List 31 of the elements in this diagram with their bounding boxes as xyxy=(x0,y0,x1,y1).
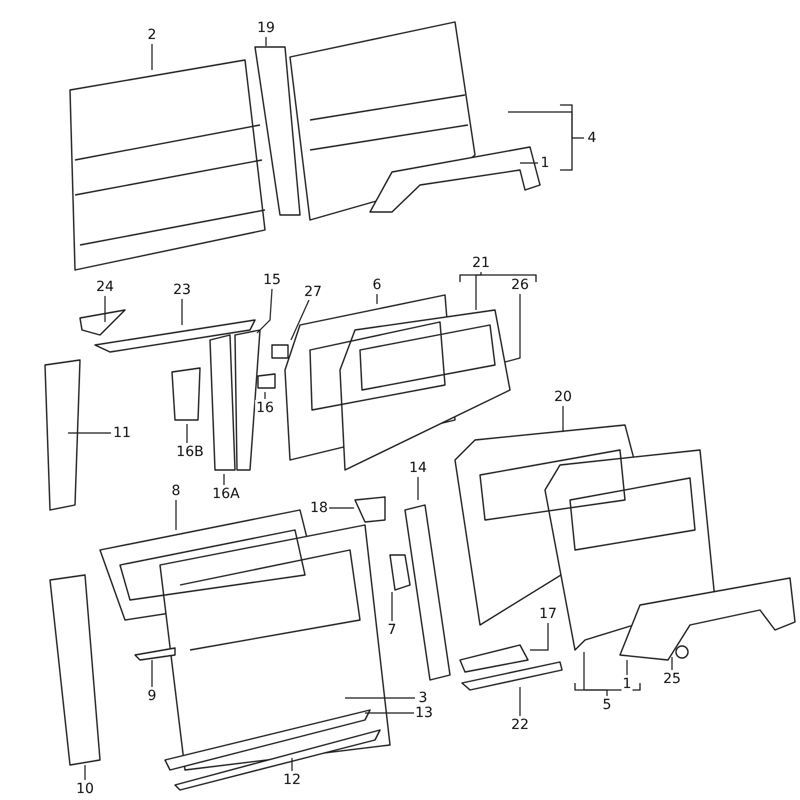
leader-line xyxy=(104,296,106,322)
leader-line xyxy=(329,507,354,509)
leader-line xyxy=(290,300,310,340)
leader-line xyxy=(223,474,225,485)
leader-line xyxy=(291,758,293,771)
leader-line xyxy=(186,424,188,443)
leader-line xyxy=(376,294,378,304)
callout-number: 27 xyxy=(303,284,323,300)
leader-line xyxy=(68,432,111,434)
leader-line xyxy=(562,406,564,432)
leader-line xyxy=(151,660,153,687)
leader-line xyxy=(365,712,414,714)
leader-line xyxy=(151,44,153,70)
leader-line xyxy=(519,687,521,716)
leader-line xyxy=(504,294,521,363)
leader-line xyxy=(256,288,273,334)
leader-line xyxy=(417,477,419,500)
leader-line xyxy=(626,660,628,675)
leader-line xyxy=(508,111,584,139)
leader-line xyxy=(520,162,538,164)
leader-line xyxy=(84,765,86,780)
leader-line xyxy=(475,272,482,310)
leader-line xyxy=(345,697,415,699)
leader-line xyxy=(583,652,608,696)
leader-line xyxy=(181,299,183,325)
leader-line xyxy=(391,592,393,621)
leader-line xyxy=(671,657,673,670)
leader-line xyxy=(530,623,549,651)
leader-line xyxy=(264,392,266,399)
leader-line xyxy=(175,500,177,530)
callout-number: 1 xyxy=(622,676,632,692)
